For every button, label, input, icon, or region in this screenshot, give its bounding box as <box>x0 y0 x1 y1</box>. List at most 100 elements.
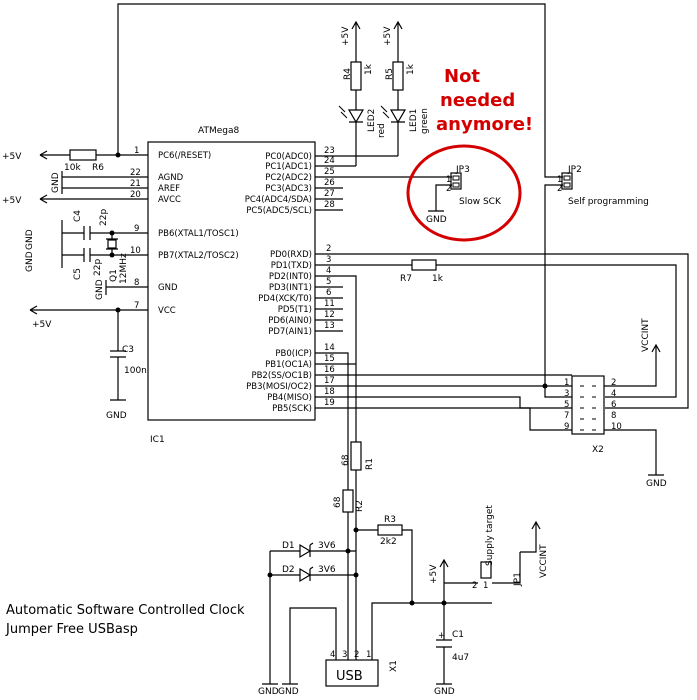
x1-usb: USB X1 4 3 2 1 GND <box>278 600 492 697</box>
led-circuit: +5V +5V R4 1k R5 1k LED2 red LED1 green <box>338 20 430 167</box>
jp3-jumper: JP3 1 2 Slow SCK GND <box>343 165 502 225</box>
jp2-pin1: 1 <box>557 175 562 185</box>
caption-line2: Jumper Free USBasp <box>5 622 138 637</box>
jp3-pin2: 2 <box>446 184 451 194</box>
ic1-right-pin-num: 16 <box>324 365 335 375</box>
caption: Automatic Software Controlled Clock Jump… <box>5 603 245 637</box>
jp3-pin1: 1 <box>446 175 451 185</box>
ic1-right-pin-label: PB4(MISO) <box>267 393 312 403</box>
ic1-right-pin-label: PD1(TXD) <box>271 261 312 271</box>
reset-circuit: +5V 10k R6 GND +5V <box>2 3 546 206</box>
plus5v-label: +5V <box>32 320 52 330</box>
r6-resistor <box>69 149 97 161</box>
caption-line1: Automatic Software Controlled Clock <box>6 603 245 618</box>
ic1-body <box>147 141 316 421</box>
x1-body <box>325 659 379 687</box>
jp1-ref: JP1 <box>513 572 523 587</box>
ic1-right-pin-num: 6 <box>326 288 331 298</box>
r7-ref: R7 <box>400 274 412 284</box>
r2-resistor <box>342 489 354 513</box>
x2-body <box>571 375 605 435</box>
jp2-label: Self programming <box>568 197 649 207</box>
x2-right-pin: 10 <box>611 422 622 432</box>
zener-diodes: D1 3V6 D2 3V6 GND <box>258 541 359 697</box>
annotation: Not needed anymore! <box>406 66 533 242</box>
r7-value: 1k <box>432 274 444 284</box>
ic1-left-pin-label: PB6(XTAL1/TOSC1) <box>158 229 239 239</box>
plus5v-label: +5V <box>383 26 393 46</box>
x2-left-pin: 5 <box>564 400 569 410</box>
gnd-label: GND <box>95 279 105 300</box>
r5-value: 1k <box>406 63 416 75</box>
ic1-right-pin-label: PD2(INT0) <box>269 272 312 282</box>
x2-right-pin: 4 <box>611 389 616 399</box>
x2-right-pin: 6 <box>611 400 616 410</box>
ic1-right-pin-num: 11 <box>324 299 335 309</box>
ic1-right-pin-num: 18 <box>324 387 335 397</box>
jp1-pin1: 1 <box>483 581 488 591</box>
x2-left-pin: 1 <box>564 378 569 388</box>
d2-value: 3V6 <box>318 565 336 575</box>
jp2-jumper: JP2 1 2 Self programming <box>542 160 649 389</box>
ic1-right-pin-num: 23 <box>324 146 335 156</box>
plus5v-label: +5V <box>341 26 351 46</box>
d1-value: 3V6 <box>318 541 336 551</box>
r1-ref: R1 <box>365 458 375 470</box>
gnd-label: GND <box>258 687 279 697</box>
ic1-right-pin-num: 3 <box>326 255 331 265</box>
r1-resistor <box>350 441 362 471</box>
plus5v-label: +5V <box>2 152 22 162</box>
ic1-left-pin-label: AREF <box>158 184 180 194</box>
r7-resistor <box>411 259 437 271</box>
ic1-left-pin-num: 9 <box>134 224 139 234</box>
ic1-right-pin-label: PB5(SCK) <box>272 404 312 414</box>
c3-ref: C3 <box>122 345 134 355</box>
led1-ref: LED1 <box>409 109 419 132</box>
ic1-name: ATMega8 <box>198 126 239 136</box>
ic1-right-pin-num: 25 <box>324 167 335 177</box>
ic1-right-pin-num: 19 <box>324 398 335 408</box>
d2-ref: D2 <box>282 565 295 575</box>
ic1-right-pin-num: 15 <box>324 354 335 364</box>
c5-ref: C5 <box>73 268 83 280</box>
c1-ref: C1 <box>452 630 464 640</box>
gnd-label: GND <box>434 687 455 697</box>
ic1-left-pin-label: VCC <box>158 306 176 316</box>
x2-right-pin: 8 <box>611 411 616 421</box>
q1-ref: Q1 <box>109 269 119 282</box>
led2-color: red <box>377 123 387 138</box>
jp1-pin2: 2 <box>472 581 477 591</box>
vccint-label: VCCINT <box>641 318 651 352</box>
serial-routing: R7 1k <box>343 253 689 442</box>
x2-left-pin: 7 <box>564 411 569 421</box>
ic1-right-pin-label: PC3(ADC3) <box>265 184 312 194</box>
r4-value: 1k <box>364 63 374 75</box>
vcc-decoupling: GND +5V C3 100n GND <box>29 279 147 421</box>
jp3-ref: JP3 <box>455 165 470 175</box>
ic1-right-pin-label: PB1(OC1A) <box>265 360 312 370</box>
ic1-left-pin-num: 10 <box>130 246 141 256</box>
ic1-left-pin-num: 22 <box>130 168 141 178</box>
supply-circuit: +5V + C1 4u7 GND JP1 Supply target 2 1 V… <box>429 505 549 697</box>
ic1-right-pin-label: PC0(ADC0) <box>265 152 312 162</box>
annotation-line1: Not <box>444 66 480 87</box>
ic1-left-pin-num: 8 <box>134 278 139 288</box>
ic1-left-pin-label: AVCC <box>158 195 181 205</box>
ic1-ref: IC1 <box>150 435 165 445</box>
gnd-label: GND <box>426 215 447 225</box>
x1-label: USB <box>336 669 363 684</box>
led1-color: green <box>420 108 430 134</box>
x2-left-pin: 3 <box>564 389 569 399</box>
jp1-label: Supply target <box>485 505 495 566</box>
led2-ref: LED2 <box>367 109 377 132</box>
gnd-label: GND <box>25 229 35 250</box>
q1-crystal <box>107 239 117 249</box>
c4-ref: C4 <box>73 210 83 222</box>
ic1-right-pin-label: PD5(T1) <box>278 305 312 315</box>
ic1-right-pin-num: 14 <box>324 343 335 353</box>
c4-value: 22p <box>99 209 109 226</box>
x1-pin: 4 <box>330 650 335 660</box>
ic1-right-pin-num: 17 <box>324 376 335 386</box>
ic1-right-pin-num: 28 <box>324 200 335 210</box>
